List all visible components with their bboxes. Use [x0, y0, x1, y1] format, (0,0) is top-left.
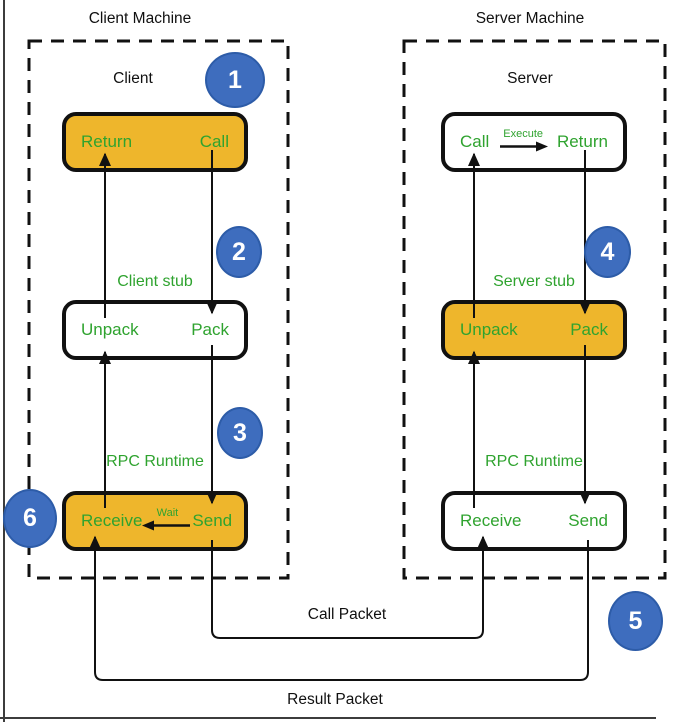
result-packet-label: Result Packet: [287, 691, 383, 708]
step-badge-2: 2: [216, 226, 262, 278]
server-stub-box: Unpack Pack: [441, 300, 627, 360]
step-badge-6: 6: [3, 489, 57, 548]
wait-label: Wait: [156, 507, 179, 519]
server-unpack-label: Unpack: [460, 320, 518, 339]
server-label: Server: [507, 70, 553, 87]
wait-indicator: Wait: [142, 508, 192, 531]
arrow-result-packet: [89, 535, 589, 681]
client-runtime-title: RPC Runtime: [106, 453, 204, 470]
client-return-label: Return: [81, 132, 133, 151]
wait-arrow-left-icon: [142, 520, 191, 531]
execute-label: Execute: [503, 128, 543, 140]
client-label: Client: [113, 70, 153, 87]
server-machine-title: Server Machine: [475, 10, 585, 27]
step-badge-4: 4: [584, 226, 631, 278]
server-stub-title: Server stub: [493, 273, 575, 290]
execute-arrow-right-icon: [500, 141, 549, 152]
client-machine-title: Client Machine: [88, 10, 192, 27]
page-edge-bottom: [0, 717, 656, 719]
client-send-label: Send: [192, 511, 233, 530]
client-pack-label: Pack: [191, 320, 229, 339]
client-receive-label: Receive: [81, 511, 143, 530]
server-machine-boundary: [402, 39, 667, 580]
server-send-label: Send: [568, 511, 608, 530]
execute-indicator: Execute: [498, 128, 549, 152]
step-badge-1: 1: [205, 52, 265, 108]
server-return-label: Return: [556, 132, 608, 151]
client-machine-boundary: [27, 39, 290, 580]
arrow-call-packet: [211, 535, 489, 639]
page-edge-left: [3, 0, 5, 722]
client-stub-box: Unpack Pack: [62, 300, 248, 360]
call-packet-label: Call Packet: [307, 606, 387, 623]
client-call-label: Call: [199, 132, 229, 151]
server-runtime-box: Receive Send: [441, 491, 627, 551]
client-app-box: Return Call: [62, 112, 248, 172]
client-stub-title: Client stub: [117, 273, 193, 290]
step-badge-3: 3: [217, 407, 263, 459]
step-badge-5: 5: [608, 591, 663, 651]
server-receive-label: Receive: [460, 511, 522, 530]
server-pack-label: Pack: [570, 320, 608, 339]
client-unpack-label: Unpack: [81, 320, 139, 339]
server-runtime-title: RPC Runtime: [485, 453, 583, 470]
server-call-label: Call: [460, 132, 490, 151]
